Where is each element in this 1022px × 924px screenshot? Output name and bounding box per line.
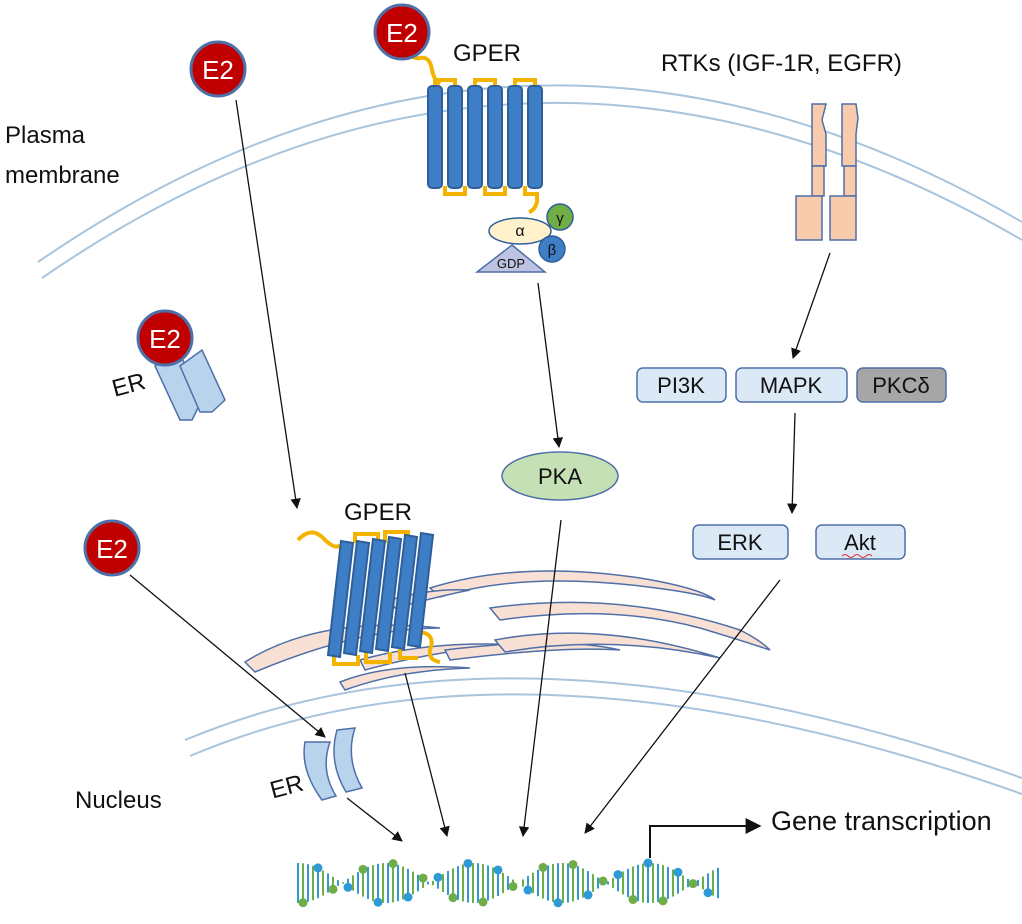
arrow-er-to-dna: [346, 797, 403, 842]
g-gamma-subunit: [546, 203, 574, 231]
svg-text:E2: E2: [96, 534, 128, 564]
rtk-receptor: [795, 103, 859, 241]
pi3k-box: PI3K: [636, 367, 727, 403]
arrow-gprotein-to-pka: [537, 282, 563, 449]
arrow-erk-to-dna: [584, 579, 781, 834]
arrow-mapk-to-erk: [787, 412, 798, 515]
g-beta-subunit: [538, 235, 566, 263]
svg-text:MAPK: MAPK: [760, 373, 823, 398]
arrow-pka-to-dna: [518, 519, 562, 838]
e2-ligand-gper: E2: [373, 3, 431, 61]
svg-text:E2: E2: [386, 18, 418, 48]
svg-text:Akt: Akt: [844, 530, 876, 555]
arrow-e2-to-gper-er: [235, 99, 301, 510]
arrow-gper-to-dna: [404, 672, 450, 838]
gdp-triangle: [474, 244, 548, 273]
svg-text:PKCδ: PKCδ: [872, 373, 929, 398]
plasma-membrane-label-line2: membrane: [5, 162, 120, 189]
svg-text:ERK: ERK: [717, 530, 763, 555]
arrow-e2-to-er-nucleus: [129, 574, 326, 738]
arrow-rtk-to-kinases: [791, 252, 831, 359]
er-nucleus-label: ER: [267, 770, 306, 805]
signaling-arrows: [129, 99, 831, 858]
gper-membrane-receptor: [400, 41, 543, 214]
akt-box: Akt: [815, 524, 906, 560]
g-beta-label: β: [548, 242, 557, 259]
mapk-box: MAPK: [735, 367, 848, 403]
er-cytoplasm: [154, 348, 226, 421]
svg-text:PI3K: PI3K: [657, 373, 705, 398]
er-cyto-label: ER: [109, 368, 148, 403]
g-protein-complex: α γ β GDP: [474, 203, 574, 273]
er-nucleus: [303, 727, 364, 801]
g-alpha-label: α: [515, 223, 524, 240]
plasma-membrane-label-line1: Plasma: [5, 122, 86, 149]
e2-ligand-er-cyto: E2: [136, 309, 194, 367]
g-gamma-label: γ: [556, 210, 564, 227]
gdp-label: GDP: [497, 256, 525, 271]
svg-text:E2: E2: [149, 324, 181, 354]
dna-helix: [297, 858, 719, 908]
nucleus-label: Nucleus: [75, 787, 162, 814]
pka-ellipse: PKA: [501, 451, 619, 501]
gper-mid-label: GPER: [344, 499, 412, 526]
pkcd-box: PKCδ: [856, 367, 947, 403]
endoplasmic-reticulum: [243, 570, 771, 691]
e2-ligand-bottom-left: E2: [83, 519, 141, 577]
gper-er-receptor: [296, 530, 441, 666]
erk-box: ERK: [692, 524, 789, 560]
svg-text:E2: E2: [202, 55, 234, 85]
gper-top-label: GPER: [453, 40, 521, 67]
gene-transcription-label: Gene transcription: [771, 806, 992, 836]
svg-text:PKA: PKA: [538, 464, 582, 489]
nuclear-membrane: [184, 677, 1022, 795]
arrow-transcription: [649, 818, 762, 858]
rtks-label: RTKs (IGF-1R, EGFR): [661, 50, 902, 77]
plasma-membrane: [37, 84, 1022, 279]
g-alpha-subunit: [488, 217, 552, 245]
e2-ligand-top-left: E2: [189, 40, 247, 98]
